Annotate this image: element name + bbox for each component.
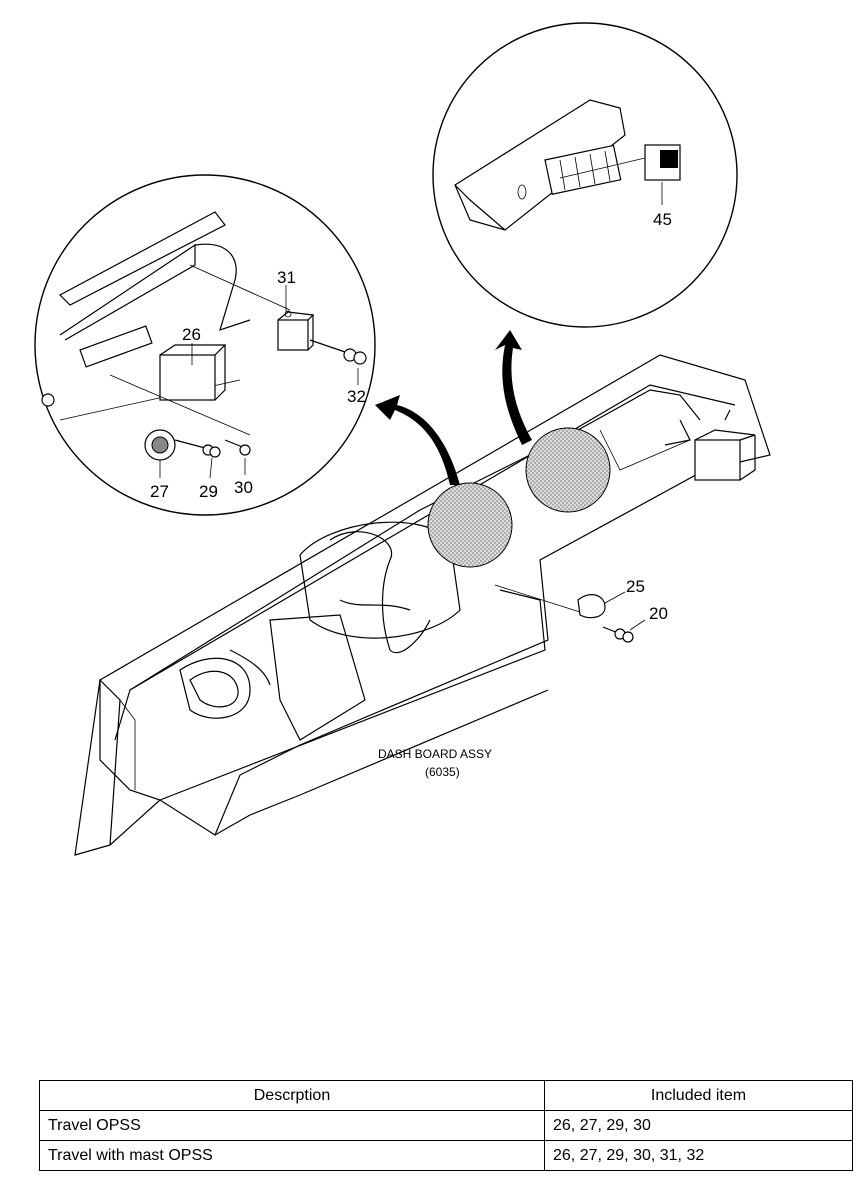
row-included-item: 26, 27, 29, 30 xyxy=(544,1110,853,1141)
callout-27: 27 xyxy=(150,482,169,501)
detail-view-relay-buzzer xyxy=(34,174,376,516)
detail-area-b xyxy=(525,427,611,513)
arrow-to-detail-left xyxy=(375,395,460,485)
clamp-and-bolt xyxy=(494,584,646,643)
included-items-table: Descrption Included item Travel OPSS 26,… xyxy=(39,1080,853,1171)
row-description: Travel OPSS xyxy=(39,1110,545,1141)
detail-area-a xyxy=(427,482,513,568)
arrow-to-detail-right xyxy=(495,330,532,445)
callout-25: 25 xyxy=(626,577,645,596)
callout-20: 20 xyxy=(649,604,668,623)
callout-45: 45 xyxy=(653,210,672,229)
callout-29: 29 xyxy=(199,482,218,501)
assembly-caption-code: (6035) xyxy=(425,765,460,779)
table-row: Travel OPSS 26, 27, 29, 30 xyxy=(39,1110,853,1141)
row-description: Travel with mast OPSS xyxy=(39,1140,545,1171)
callout-32: 32 xyxy=(347,387,366,406)
relay-31 xyxy=(277,319,309,351)
table-header-row: Descrption Included item xyxy=(39,1080,853,1111)
callout-26: 26 xyxy=(182,325,201,344)
header-included-item: Included item xyxy=(544,1080,853,1111)
callout-31: 31 xyxy=(277,268,296,287)
row-included-item: 26, 27, 29, 30, 31, 32 xyxy=(544,1140,853,1171)
callout-30: 30 xyxy=(234,478,253,497)
detail-view-switch xyxy=(432,22,738,328)
header-description: Descrption xyxy=(39,1080,545,1111)
assembly-caption-title: DASH BOARD ASSY xyxy=(378,747,492,761)
table-row: Travel with mast OPSS 26, 27, 29, 30, 31… xyxy=(39,1140,853,1171)
controller-26 xyxy=(159,354,216,401)
